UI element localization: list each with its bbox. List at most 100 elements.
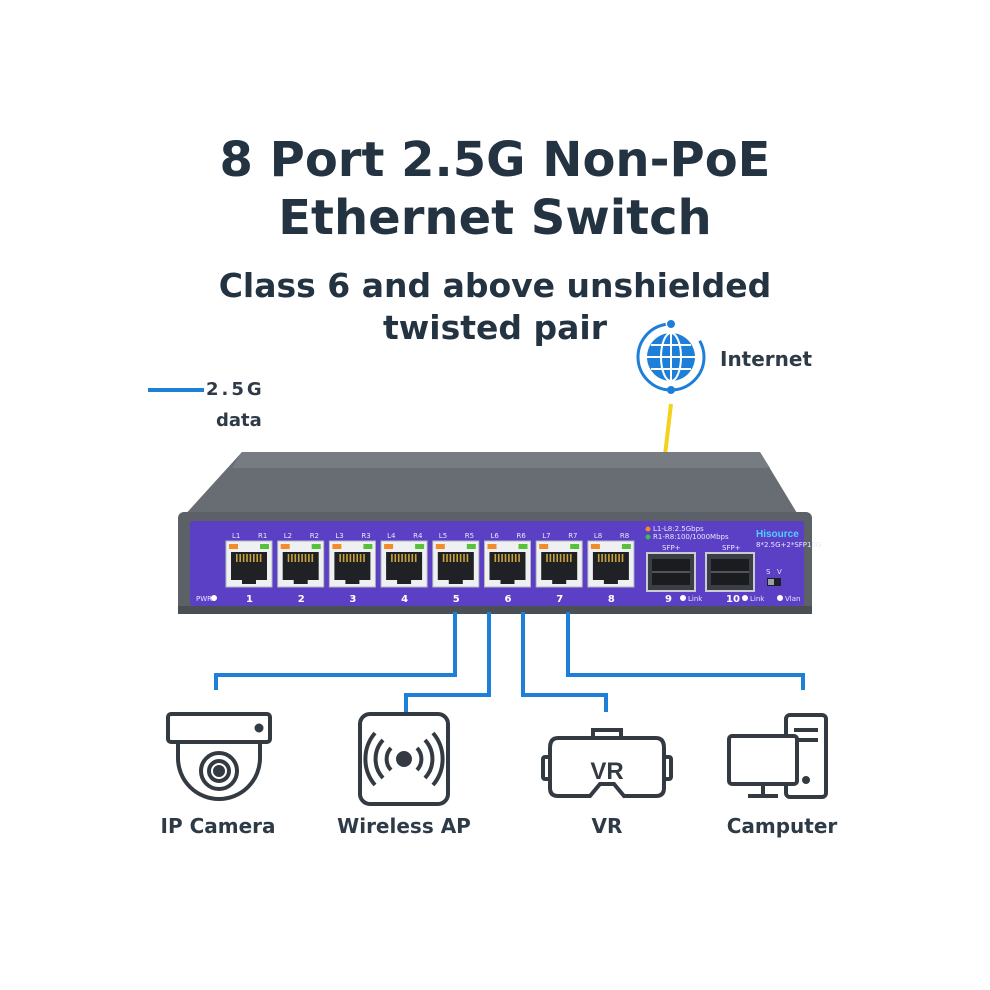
port-number: 8 [608,594,615,605]
link-ip-camera [214,612,457,690]
port-pin [601,554,603,562]
led-label: L1 [232,532,240,540]
pwr-label: PWR [196,595,212,603]
vr-headset-icon: VR [541,728,673,798]
sfp-number-9: 9 [665,594,672,605]
device-label-ip-camera: IP Camera [160,814,276,838]
port-led-green [518,544,528,549]
port-pin [411,554,414,562]
subtitle-line-1: Class 6 and above unshielded [218,266,772,305]
port-pin [301,554,303,562]
port-led-green [415,544,425,549]
port-led-orange [229,544,238,549]
port-number: 1 [246,594,253,605]
pwr-led [211,595,217,601]
port-pin [414,554,417,562]
port-pin [253,554,255,562]
title-line-2: Ethernet Switch [278,190,712,246]
led-label: L4 [387,532,396,540]
port-pin [363,554,365,562]
port-number: 4 [401,594,408,605]
port-pin [501,554,503,562]
internet-label: Internet [720,347,813,371]
port-pin [397,554,400,562]
port-pin [611,554,614,562]
port-pin [239,554,241,562]
rj45-port-7[interactable]: L7 R7 7 [535,532,583,605]
port-led-green [311,544,321,549]
device-label-vr: VR [591,814,623,838]
port-number: 7 [556,594,563,605]
led-label: R8 [620,532,629,540]
ip-camera-icon [166,712,272,801]
port-number: 6 [505,594,512,605]
port-led-orange [332,544,342,549]
port-pin [404,554,407,562]
model-label: 8*2.5G+2*SFP10G [756,541,821,549]
port-pin [294,554,297,562]
port-pin [359,554,362,562]
sfp-link-10: Link [750,595,765,603]
port-led-green [466,544,476,549]
computer-icon [727,713,828,799]
port-pin [570,554,572,562]
led-label: R7 [568,532,577,540]
port-led-green [363,544,373,549]
port-pin [311,554,314,562]
port-pin [566,554,569,562]
led-label: L7 [542,532,550,540]
port-pin [618,554,620,562]
port-led-green [621,544,631,549]
connection-lines [214,612,805,712]
sfp-port-10[interactable]: SFP+ 10 Link [705,544,765,605]
port-pin [446,554,448,562]
led-legend-orange: L1-L8:2.5Gbps [653,525,704,533]
port-pin [518,554,520,562]
vlan-switch[interactable]: S V [766,568,782,586]
legend-label-speed: 2.5G [206,379,265,400]
brand-logo: Hisource [756,529,799,540]
port-pin [549,554,552,562]
port-pin [459,554,462,562]
port-pin [291,554,293,562]
port-led-orange [280,544,290,549]
port-pin [297,554,300,562]
port-pin [308,554,310,562]
port-pin [553,554,555,562]
port-pin [556,554,558,562]
port-pin [353,554,355,562]
port-pin [494,554,497,562]
port-pin [256,554,258,562]
internet-link [663,403,673,456]
port-pin [563,554,565,562]
port-pin [614,554,617,562]
port-pin [342,554,345,562]
sfp-number-10: 10 [726,594,740,605]
port-pin [394,554,397,562]
port-pin [508,554,510,562]
port-pin [463,554,465,562]
port-pin [236,554,238,562]
port-pin [249,554,252,562]
port-pin [597,554,600,562]
port-led-green [260,544,269,549]
led-label: R2 [310,532,319,540]
port-pin [349,554,352,562]
sfp-port-9[interactable]: SFP+ 9 Link [646,544,703,605]
port-pin [356,554,358,562]
port-pin [559,554,562,562]
port-pin [242,554,245,562]
led-label: L6 [491,532,500,540]
port-led-orange [590,544,600,549]
link-computer [566,612,805,690]
port-pin [391,554,393,562]
